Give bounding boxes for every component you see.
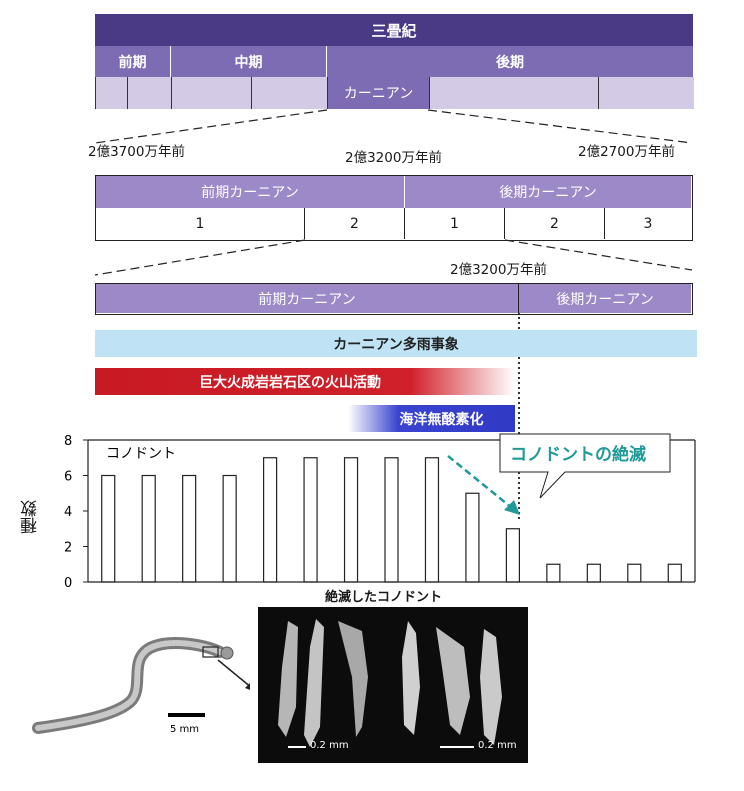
substage-label: 1 xyxy=(195,215,205,232)
stage-carnian: カーニアン xyxy=(328,77,429,109)
zoom-line-lower-left xyxy=(94,239,306,276)
carnian-detail: 前期カーニアン 後期カーニアン 1 2 1 2 3 xyxy=(95,175,693,241)
stage-cell xyxy=(429,77,599,109)
chart-bar xyxy=(222,474,237,583)
fossil-element xyxy=(278,621,298,737)
conodont-animal: 5 mm xyxy=(32,637,250,735)
y-tick-label: 6 xyxy=(64,470,72,485)
chart-bar xyxy=(182,474,197,583)
y-tick-label: 2 xyxy=(64,541,72,556)
substage-label: 2 xyxy=(550,215,559,232)
zoomed-late-carnian-label: 後期カーニアン xyxy=(556,291,654,308)
callout-arrowhead xyxy=(504,500,520,515)
fossil-element xyxy=(304,619,324,747)
callout-arrow xyxy=(447,455,513,509)
zoomed-late-carnian: 後期カーニアン xyxy=(519,284,691,313)
stage-cell xyxy=(128,77,172,109)
substage-label: 3 xyxy=(643,215,653,232)
fossil-element xyxy=(402,621,420,735)
y-axis-ticks: 0 2 4 6 8 xyxy=(64,434,88,591)
fossil-element xyxy=(436,627,470,735)
chart-bar xyxy=(586,563,601,583)
date-right: 2億2700万年前 xyxy=(578,144,675,160)
fossil-scale-right: 0.2 mm xyxy=(478,740,517,751)
chart-bar xyxy=(343,457,359,583)
substage-cell: 2 xyxy=(305,208,405,239)
chart-bars xyxy=(101,457,682,583)
stage-cell xyxy=(172,77,252,109)
period-label: 三畳紀 xyxy=(371,21,417,40)
fossil-element xyxy=(338,621,368,737)
chart-bar xyxy=(627,563,642,583)
date-left: 2億3700万年前 xyxy=(88,144,185,160)
zoom-line-lower-right xyxy=(504,239,693,271)
substage-cell: 3 xyxy=(605,208,691,239)
chart-bar xyxy=(546,563,561,583)
y-tick-label: 0 xyxy=(64,576,72,591)
y-axis-label: 種数 xyxy=(21,500,41,534)
fossil-element xyxy=(480,629,502,745)
date-boundary: 2億3200万年前 xyxy=(450,262,547,278)
stage-cell xyxy=(599,77,694,109)
chart-bar xyxy=(667,563,682,583)
anoxia-label: 海洋無酸素化 xyxy=(399,411,484,428)
epoch-late: 後期 xyxy=(327,46,693,77)
epoch-early: 前期 xyxy=(95,46,171,77)
zoomed-carnian-bar: 前期カーニアン 後期カーニアン xyxy=(95,283,693,315)
epoch-row: 前期 中期 後期 xyxy=(95,46,693,77)
chart-bar xyxy=(101,474,116,583)
zoomed-early-carnian: 前期カーニアン xyxy=(96,284,519,313)
late-carnian-label: 後期カーニアン xyxy=(499,185,597,201)
stage-cell xyxy=(252,77,328,109)
anoxia-bar: 海洋無酸素化 xyxy=(348,405,515,432)
callout-box xyxy=(499,433,671,499)
chart-bar xyxy=(303,457,318,583)
date-mid: 2億3200万年前 xyxy=(345,150,442,166)
chart-bar xyxy=(465,492,480,583)
substage-cell: 1 xyxy=(405,208,505,239)
y-tick-label: 4 xyxy=(64,505,72,520)
series-label: コノドント xyxy=(106,446,176,462)
body-scale-label: 5 mm xyxy=(170,724,199,735)
fossil-scale-left: 0.2 mm xyxy=(310,740,349,751)
early-carnian-bar: 前期カーニアン xyxy=(96,176,405,208)
zoom-line-upper-right xyxy=(427,109,693,144)
chart-bar xyxy=(384,457,399,583)
substage-cell: 2 xyxy=(505,208,605,239)
figure-caption: 絶滅したコノドント xyxy=(325,590,443,605)
volcanism-bar: 巨大火成岩岩石区の火山活動 xyxy=(95,368,515,395)
substage-label: 1 xyxy=(450,215,459,232)
y-tick-label: 8 xyxy=(64,434,72,449)
stage-cell xyxy=(96,77,128,109)
late-carnian-bar: 後期カーニアン xyxy=(405,176,691,208)
fossil-photo: 0.2 mm 0.2 mm xyxy=(258,607,528,763)
fossil-elements xyxy=(278,619,502,748)
stage-carnian-label: カーニアン xyxy=(343,86,414,102)
volcanism-label: 巨大火成岩岩石区の火山活動 xyxy=(199,374,381,391)
conodont-chart: 0 2 4 6 8 コノドント コノドントの絶滅 xyxy=(64,433,696,591)
chart-bar xyxy=(505,528,520,583)
cpe-bar: カーニアン多雨事象 xyxy=(95,330,697,357)
substage-label: 2 xyxy=(350,215,359,232)
zoomed-early-carnian-label: 前期カーニアン xyxy=(258,291,356,308)
epoch-late-label: 後期 xyxy=(496,54,524,71)
chart-bar xyxy=(263,457,278,583)
period-bar: 三畳紀 xyxy=(95,14,693,46)
chart-bar xyxy=(141,474,156,583)
substage-cell: 1 xyxy=(96,208,305,239)
early-carnian-label: 前期カーニアン xyxy=(201,185,299,201)
chart-bar xyxy=(424,457,440,583)
epoch-middle: 中期 xyxy=(171,46,327,77)
epoch-middle-label: 中期 xyxy=(234,54,263,71)
zoom-line-upper-left xyxy=(94,109,328,144)
cpe-label: カーニアン多雨事象 xyxy=(333,336,459,353)
callout-label: コノドントの絶滅 xyxy=(510,444,646,465)
stage-row: カーニアン xyxy=(95,77,694,109)
epoch-early-label: 前期 xyxy=(118,54,147,71)
